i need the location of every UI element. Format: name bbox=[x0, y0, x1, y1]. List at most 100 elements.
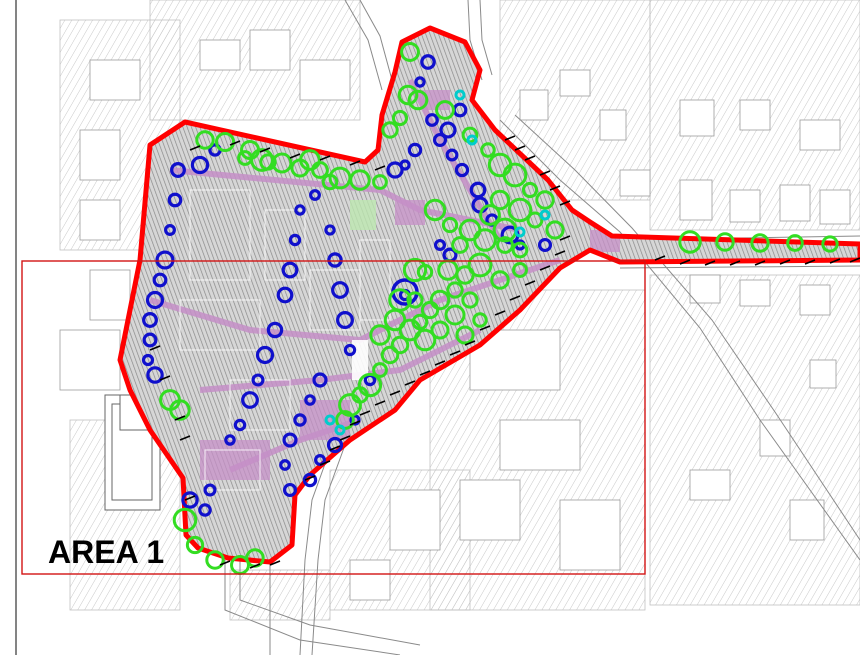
tree-retained-icon bbox=[240, 140, 260, 160]
tree-removed-icon bbox=[294, 204, 306, 216]
tree-retained-icon bbox=[472, 312, 488, 328]
tree-retained-icon bbox=[430, 320, 450, 340]
tree-removed-icon bbox=[224, 434, 236, 446]
tree-tag-icon bbox=[269, 560, 281, 566]
tree-removed-icon bbox=[281, 261, 299, 279]
tree-retained-icon bbox=[750, 233, 770, 253]
tree-retained-icon bbox=[420, 300, 440, 320]
tree-retained-icon bbox=[507, 197, 533, 223]
tree-tag-icon bbox=[319, 155, 331, 161]
tree-removed-icon bbox=[152, 272, 168, 288]
tree-tag-icon bbox=[704, 260, 716, 266]
tree-retained-icon bbox=[502, 162, 528, 188]
tree-removed-icon bbox=[454, 162, 470, 178]
tree-removed-icon bbox=[537, 237, 553, 253]
tree-retained-icon bbox=[402, 257, 428, 283]
tree-removed-icon bbox=[293, 413, 307, 427]
tree-tag-icon bbox=[184, 495, 196, 501]
tree-retained-icon bbox=[391, 109, 409, 127]
tree-tag-icon bbox=[464, 340, 476, 346]
tree-retained-icon bbox=[545, 220, 565, 240]
tree-other-icon bbox=[454, 89, 466, 101]
tree-removed-icon bbox=[445, 148, 459, 162]
tree-removed-icon bbox=[439, 121, 457, 139]
tree-removed-icon bbox=[433, 238, 447, 252]
tree-removed-icon bbox=[142, 332, 158, 348]
tree-removed-icon bbox=[282, 482, 298, 498]
tree-retained-icon bbox=[451, 236, 469, 254]
tree-retained-icon bbox=[535, 190, 555, 210]
tree-other-icon bbox=[539, 209, 551, 221]
tree-tag-icon bbox=[319, 460, 331, 466]
tree-retained-icon bbox=[455, 325, 475, 345]
tree-retained-icon bbox=[357, 372, 383, 398]
tree-tag-icon bbox=[249, 563, 261, 569]
tree-retained-icon bbox=[397, 84, 419, 106]
tree-removed-icon bbox=[386, 161, 404, 179]
tree-removed-icon bbox=[336, 311, 354, 329]
tree-removed-icon bbox=[326, 436, 344, 454]
tree-removed-icon bbox=[155, 250, 175, 270]
tree-retained-icon bbox=[678, 230, 702, 254]
tree-retained-icon bbox=[821, 235, 839, 253]
tree-removed-icon bbox=[233, 418, 247, 432]
tree-removed-icon bbox=[276, 286, 294, 304]
tree-retained-icon bbox=[480, 142, 496, 158]
tree-tag-icon bbox=[559, 235, 571, 241]
tree-tag-icon bbox=[509, 295, 521, 301]
tree-tag-icon bbox=[679, 259, 691, 265]
tree-retained-icon bbox=[271, 152, 293, 174]
tree-tag-icon bbox=[389, 390, 401, 396]
tree-other-icon bbox=[466, 134, 478, 146]
tree-tag-icon bbox=[829, 258, 841, 264]
tree-retained-icon bbox=[526, 211, 544, 229]
tree-retained-icon bbox=[338, 393, 362, 417]
tree-removed-icon bbox=[266, 321, 284, 339]
tree-tag-icon bbox=[374, 165, 386, 171]
tree-retained-icon bbox=[299, 149, 321, 171]
tree-tag-icon bbox=[449, 350, 461, 356]
tree-retained-icon bbox=[511, 241, 529, 259]
tree-tag-icon bbox=[229, 140, 241, 146]
tree-retained-icon bbox=[349, 169, 371, 191]
tree-removed-icon bbox=[420, 54, 436, 70]
tree-retained-icon bbox=[372, 174, 388, 190]
tree-removed-icon bbox=[255, 345, 275, 365]
tree-removed-icon bbox=[302, 472, 318, 488]
tree-removed-icon bbox=[145, 290, 165, 310]
tree-retained-icon bbox=[390, 335, 410, 355]
tree-removed-icon bbox=[251, 373, 265, 387]
tree-removed-icon bbox=[241, 391, 259, 409]
tree-tag-icon bbox=[174, 415, 186, 421]
tree-removed-icon bbox=[414, 76, 426, 88]
tree-tag-icon bbox=[779, 259, 791, 265]
tree-removed-icon bbox=[407, 142, 423, 158]
tree-tag-icon bbox=[259, 147, 271, 153]
tree-removed-icon bbox=[349, 414, 361, 426]
tree-removed-icon bbox=[141, 353, 155, 367]
tree-tag-icon bbox=[539, 170, 551, 176]
tree-tag-icon bbox=[374, 400, 386, 406]
tree-tag-icon bbox=[504, 135, 516, 141]
tree-tag-icon bbox=[754, 260, 766, 266]
tree-retained-icon bbox=[372, 362, 388, 378]
tree-retained-icon bbox=[259, 153, 277, 171]
tree-tag-icon bbox=[539, 265, 551, 271]
other-tree-symbols bbox=[324, 89, 551, 436]
tree-tag-icon bbox=[514, 145, 526, 151]
tree-removed-icon bbox=[181, 491, 199, 509]
tree-removed-icon bbox=[331, 281, 349, 299]
tree-tag-icon bbox=[289, 153, 301, 159]
tree-retained-icon bbox=[400, 42, 420, 62]
tree-removed-icon bbox=[425, 113, 439, 127]
tree-retained-icon bbox=[429, 289, 451, 311]
tree-tag-icon bbox=[149, 345, 161, 351]
retained-tree-symbols bbox=[159, 42, 839, 575]
tree-retained-icon bbox=[407, 89, 429, 111]
base-linework bbox=[59, 0, 860, 621]
tree-removed-icon bbox=[312, 372, 328, 388]
tree-tag-icon bbox=[339, 435, 351, 441]
tree-retained-icon bbox=[715, 232, 735, 252]
area-label: AREA 1 bbox=[48, 534, 165, 570]
tree-retained-icon bbox=[461, 291, 479, 309]
